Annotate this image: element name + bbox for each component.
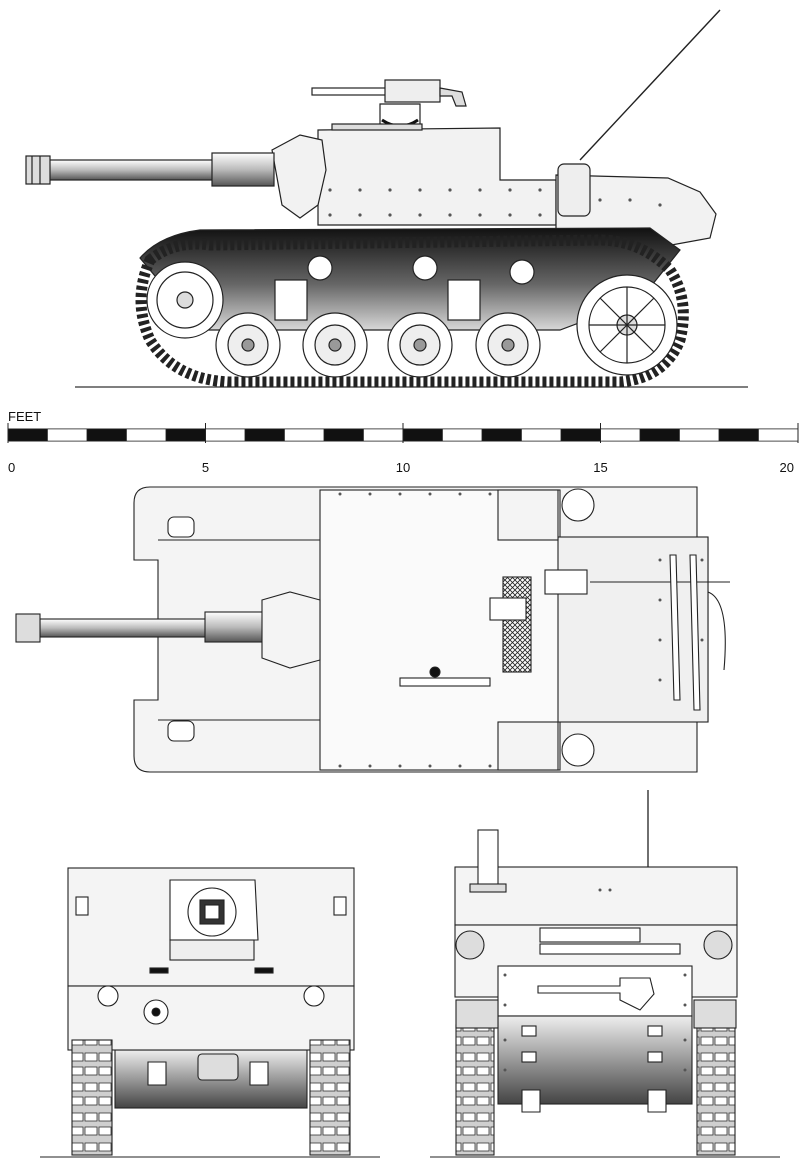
turret-body xyxy=(317,127,557,226)
muzzle-brake xyxy=(25,155,51,185)
scale-segment xyxy=(47,428,88,442)
rear-tow-hook-left xyxy=(521,1089,541,1113)
plan-front-hatch xyxy=(497,489,559,541)
rear-track-right xyxy=(696,1024,736,1156)
bogie-bracket-rear xyxy=(447,279,481,321)
scale-segments xyxy=(7,428,799,442)
scale-unit-label: FEET xyxy=(8,409,41,424)
road-wheel-3 xyxy=(387,312,453,378)
front-track-right xyxy=(309,1039,351,1156)
scale-tick-label: 5 xyxy=(202,460,209,475)
plan-gun-mantlet xyxy=(261,591,321,669)
scale-segment xyxy=(481,428,522,442)
plan-gun-sleeve xyxy=(204,611,264,643)
hull-rivets xyxy=(328,188,662,217)
rear-mg-post xyxy=(477,829,499,891)
plan-headlight-right xyxy=(561,733,595,767)
scale-segment xyxy=(86,428,127,442)
front-headlight-right xyxy=(303,985,325,1007)
scale-segment xyxy=(323,428,364,442)
drive-sprocket xyxy=(146,261,224,339)
scale-segment xyxy=(718,428,759,442)
scale-segment xyxy=(205,428,246,442)
plan-tow-hook-rear xyxy=(167,720,195,742)
scale-segment xyxy=(126,428,167,442)
side-track xyxy=(135,234,689,388)
scale-segment xyxy=(679,428,720,442)
exhaust-canister xyxy=(557,163,591,217)
road-wheel-4 xyxy=(475,312,541,378)
front-tow-hook-right xyxy=(249,1061,269,1086)
scale-segment xyxy=(560,428,601,442)
plan-ventilation-grille xyxy=(502,576,532,673)
plan-main-gun-barrel xyxy=(39,618,209,638)
plan-headlight-left xyxy=(561,488,595,522)
front-tow-hook-left xyxy=(147,1061,167,1086)
main-gun-barrel xyxy=(47,159,219,181)
rear-light-right xyxy=(703,930,733,960)
rear-tow-hook-right xyxy=(647,1089,667,1113)
rear-light-left xyxy=(455,930,485,960)
return-rollers xyxy=(307,255,535,285)
top-plan-view xyxy=(15,486,730,773)
scale-tick-label: 15 xyxy=(593,460,607,475)
scale-tick-label: 10 xyxy=(396,460,410,475)
scale-segment xyxy=(7,428,48,442)
plan-antenna-mount xyxy=(544,569,588,595)
scale-segment xyxy=(639,428,680,442)
rear-elevation-view xyxy=(430,790,780,1158)
bogie-bracket-front xyxy=(274,279,308,321)
front-access-panel xyxy=(197,1053,239,1081)
scale-segment xyxy=(363,428,404,442)
scale-tick-label: 0 xyxy=(8,460,15,475)
gun-mantlet xyxy=(271,134,327,219)
scale-segment xyxy=(758,428,799,442)
front-headlight-left xyxy=(97,985,119,1007)
plan-pioneer-tools xyxy=(669,554,681,701)
scale-segment xyxy=(442,428,483,442)
plan-rear-hatch xyxy=(497,721,559,771)
plan-tow-hook-front xyxy=(167,516,195,538)
plan-engine-deck xyxy=(557,536,709,723)
rear-turret xyxy=(454,866,738,926)
rear-shovel xyxy=(537,977,655,1011)
rear-track-left xyxy=(455,1024,495,1156)
road-wheel-2 xyxy=(302,312,368,378)
radio-antenna xyxy=(579,9,721,161)
side-elevation-view xyxy=(25,9,748,388)
front-track-left xyxy=(71,1039,113,1156)
scale-bar: FEET 0 5 10 15 20 xyxy=(7,409,799,475)
plan-muzzle-brake xyxy=(15,613,41,643)
roof-machine-gun xyxy=(311,79,467,131)
scale-segment xyxy=(600,428,641,442)
scale-segment xyxy=(402,428,443,442)
plan-rivets xyxy=(338,492,704,768)
plan-machine-gun xyxy=(399,677,491,687)
scale-tick-labels: 0 5 10 15 20 xyxy=(7,423,799,475)
front-elevation-view xyxy=(40,867,380,1158)
scale-segment xyxy=(165,428,206,442)
scale-segment xyxy=(284,428,325,442)
rear-rivets xyxy=(503,888,687,1072)
gun-recoil-sleeve xyxy=(211,152,275,187)
scale-segment xyxy=(244,428,285,442)
scale-segment xyxy=(521,428,562,442)
road-wheel-1 xyxy=(215,312,281,378)
scale-tick-label: 20 xyxy=(780,460,794,475)
rear-idler xyxy=(576,274,678,376)
